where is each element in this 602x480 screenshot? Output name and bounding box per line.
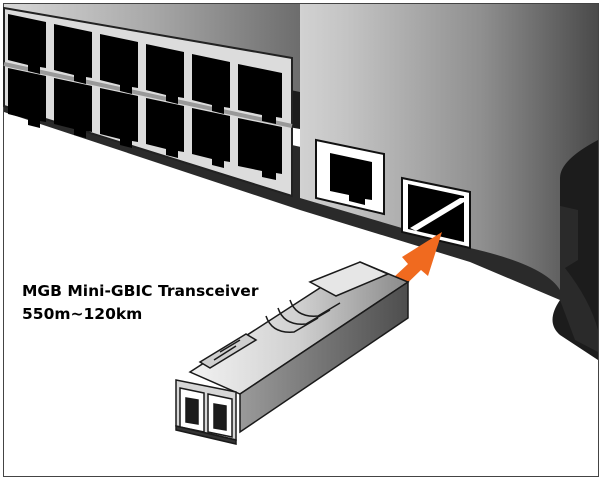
- caption-range: 550m~120km: [22, 305, 143, 323]
- rj45-port-icon: [8, 68, 46, 128]
- rj45-port-icon: [146, 98, 184, 158]
- rj45-port-icon: [100, 34, 138, 94]
- rj45-port-icon: [192, 108, 230, 168]
- rj45-port-icon: [238, 64, 282, 124]
- console-port: [315, 138, 385, 216]
- rj45-port-icon: [54, 78, 92, 138]
- sfp-slot-icon: [401, 176, 471, 250]
- rj45-port-icon: [100, 88, 138, 148]
- rj45-port-icon: [8, 14, 46, 74]
- rj45-port-icon: [54, 24, 92, 84]
- rj45-port-icon: [146, 44, 184, 104]
- rj45-port-bank: [8, 14, 282, 180]
- rj45-port-icon: [238, 118, 282, 180]
- rj45-port-icon: [192, 54, 230, 114]
- caption-model: MGB Mini-GBIC Transceiver: [22, 282, 259, 300]
- transceiver-caption: MGB Mini-GBIC Transceiver 550m~120km: [22, 280, 258, 326]
- sfp-transceiver-illustration: [175, 261, 410, 445]
